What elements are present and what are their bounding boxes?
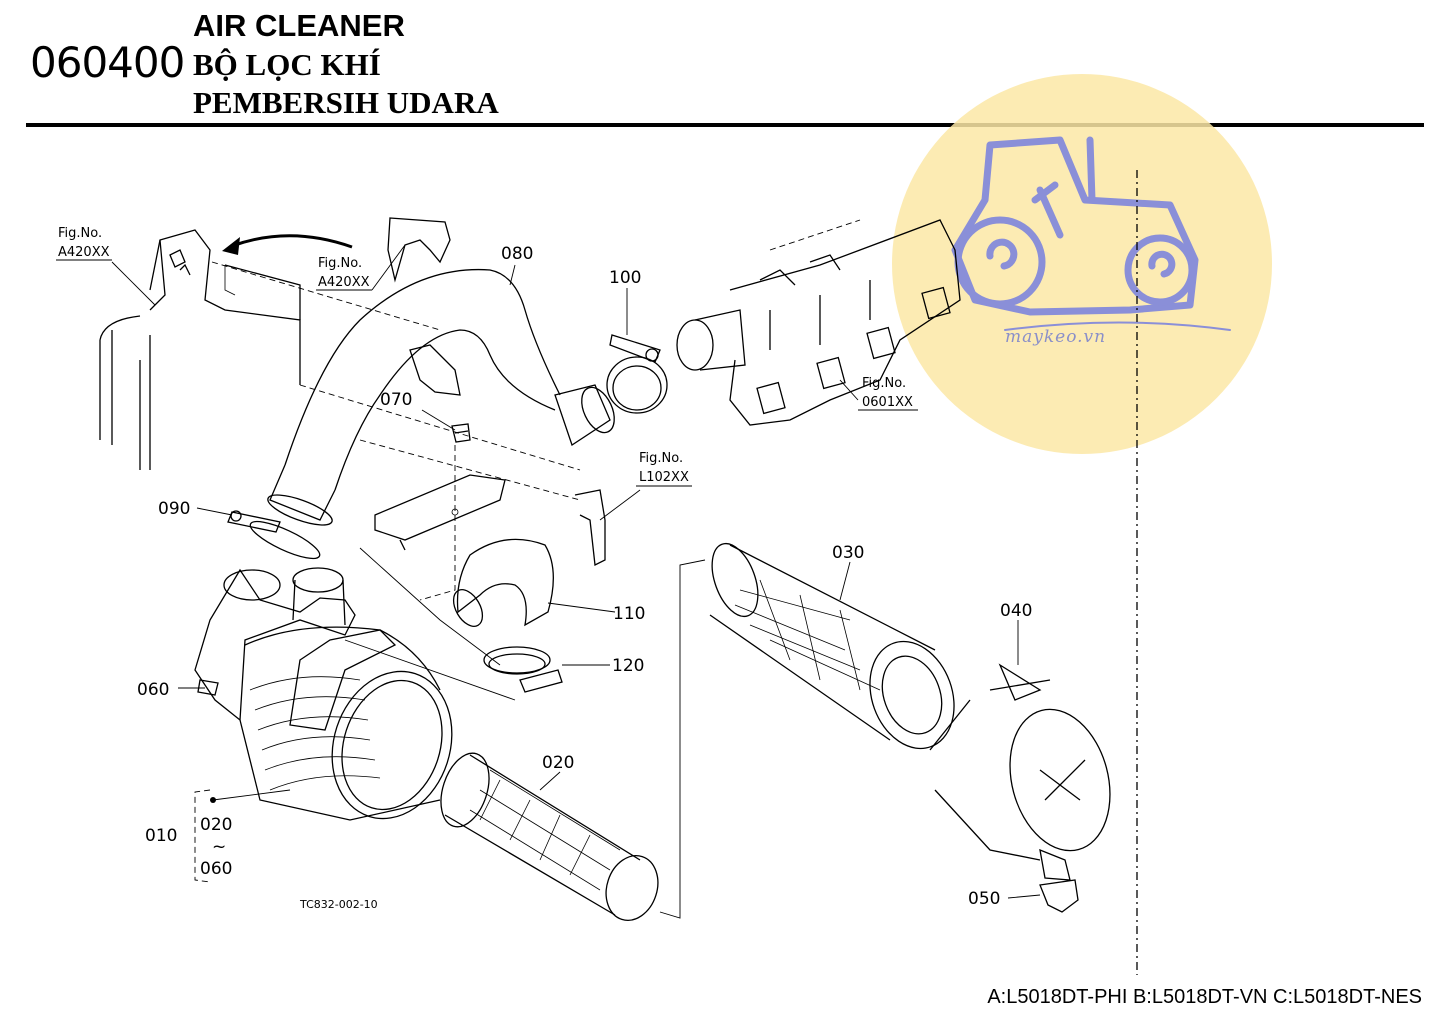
fig-ref-l102-label: Fig.No. xyxy=(639,451,683,466)
callout-120: 120 xyxy=(612,656,644,676)
leader-010 xyxy=(212,789,291,801)
fig-ref-l102-code: L102XX xyxy=(639,470,689,485)
intake-hose-080 xyxy=(267,268,615,526)
callout-060: 060 xyxy=(137,680,169,700)
leader-020 xyxy=(539,771,561,791)
fig-ref-a420-right-label: Fig.No. xyxy=(318,256,362,271)
leader-ref1 xyxy=(111,261,156,306)
hose-clamp-090 xyxy=(227,510,321,560)
air-cleaner-cover-040 xyxy=(929,663,1111,881)
leader-ref4 xyxy=(599,489,641,521)
leader-090 xyxy=(196,507,233,516)
callout-070: 070 xyxy=(380,390,412,410)
callout-080: 080 xyxy=(501,244,533,264)
fig-ref-a420-left-label: Fig.No. xyxy=(58,226,102,241)
housing-connector xyxy=(344,547,516,701)
model-list: A:L5018DT-PHI B:L5018DT-VN C:L5018DT-NES xyxy=(987,986,1422,1008)
inner-filter-element-020 xyxy=(440,752,659,921)
air-cleaner-housing-060 xyxy=(194,567,453,821)
watermark-text: maykeo.vn xyxy=(1005,327,1107,347)
title-indonesian: PEMBERSIH UDARA xyxy=(193,85,499,120)
fig-ref-a420-left-code: A420XX xyxy=(58,245,110,260)
hose-clamp-100 xyxy=(606,334,668,414)
leader-030 xyxy=(839,561,851,601)
callout-range-start: 020 xyxy=(200,815,232,835)
drawing-code: TC832-002-10 xyxy=(299,898,378,911)
callout-020: 020 xyxy=(542,753,574,773)
callout-range-tilde: ~ xyxy=(212,837,226,857)
hose-clamp-120 xyxy=(483,646,563,693)
fig-ref-0601-code: 0601XX xyxy=(862,395,913,410)
title-english: AIR CLEANER xyxy=(193,8,405,43)
rubber-elbow-110 xyxy=(452,538,554,627)
filter-connector xyxy=(659,559,706,919)
hose-bracket-top xyxy=(387,217,451,283)
mounting-bracket xyxy=(359,439,606,601)
watermark-circle xyxy=(892,74,1272,454)
leader-ref2 xyxy=(371,244,406,291)
callout-010: 010 xyxy=(145,826,177,846)
intake-manifold xyxy=(676,219,961,426)
callout-050: 050 xyxy=(968,889,1000,909)
callout-030: 030 xyxy=(832,543,864,563)
evacuator-valve-050 xyxy=(1039,879,1079,913)
fig-ref-a420-right-code: A420XX xyxy=(318,275,370,290)
assembly-bracket xyxy=(194,789,211,883)
callout-090: 090 xyxy=(158,499,190,519)
callout-100: 100 xyxy=(609,268,641,288)
tractor-logo-icon xyxy=(951,136,1231,331)
title-vietnamese: BỘ LỌC KHÍ xyxy=(193,47,381,82)
leader-070 xyxy=(421,409,456,431)
leader-ref3 xyxy=(839,379,859,401)
hose-bracket-bottom xyxy=(409,344,461,396)
callout-range-end: 060 xyxy=(200,859,232,879)
leader-110 xyxy=(547,602,616,613)
header-divider xyxy=(26,123,1424,127)
outer-filter-element-030 xyxy=(709,542,955,750)
callout-040: 040 xyxy=(1000,601,1032,621)
fig-ref-0601-label: Fig.No. xyxy=(862,376,906,391)
page-code: 060400 xyxy=(30,38,185,87)
bolt-070 xyxy=(451,423,471,443)
leader-080 xyxy=(509,264,516,286)
callout-110: 110 xyxy=(613,604,645,624)
rotation-arrow-icon xyxy=(222,234,353,255)
leader-050 xyxy=(1007,894,1041,899)
